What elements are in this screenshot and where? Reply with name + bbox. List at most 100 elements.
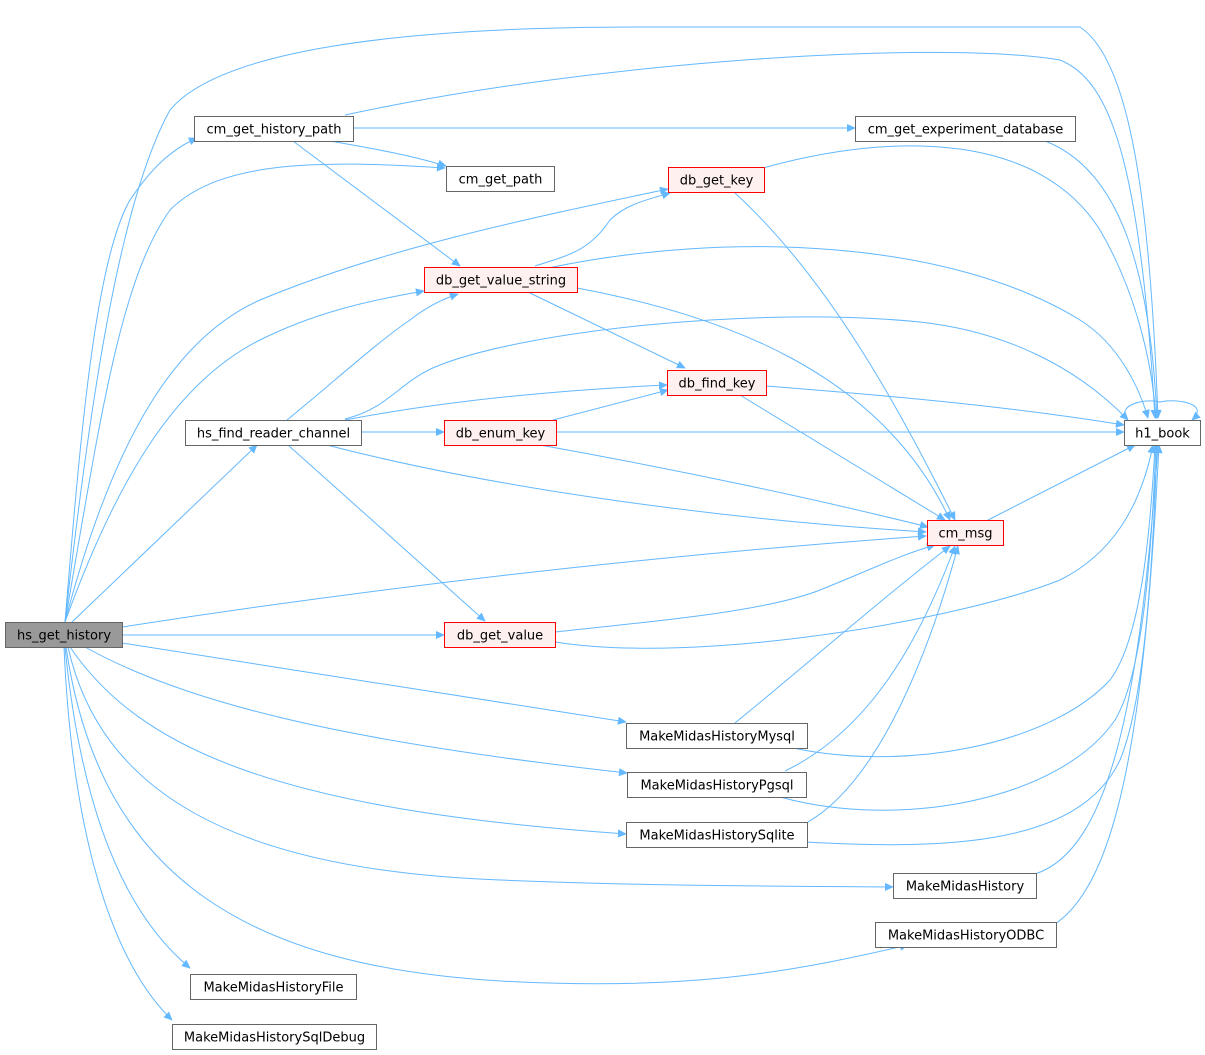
- edge-cm_get_history_path-to-db_get_value_string: [292, 140, 461, 267]
- node-db_get_key[interactable]: db_get_key: [668, 167, 765, 193]
- node-hs_find_reader_channel[interactable]: hs_find_reader_channel: [185, 420, 362, 446]
- node-db_get_value[interactable]: db_get_value: [444, 622, 556, 648]
- edge-hs_get_history-to-db_get_key: [64, 186, 669, 623]
- node-label-MakeMidasHistoryFile: MakeMidasHistoryFile: [203, 981, 343, 996]
- node-box-MakeMidasHistory: [893, 873, 1037, 899]
- edge-cm_get_history_path-to-h1_book: [344, 51, 1159, 419]
- edge-cm_get_history_path-to-cm_get_path: [329, 140, 447, 168]
- edge-hs_get_history-to-cm_get_history_path: [64, 137, 198, 623]
- edge-hs_find_reader_channel-to-db_get_value_string: [286, 292, 459, 421]
- node-cm_get_path[interactable]: cm_get_path: [446, 166, 555, 192]
- edge-hs_get_history-to-cm_get_path: [64, 163, 446, 623]
- node-box-db_enum_key: [444, 420, 557, 446]
- node-MakeMidasHistoryMysql[interactable]: MakeMidasHistoryMysql: [626, 723, 808, 749]
- node-label-h1_book: h1_book: [1135, 427, 1190, 442]
- edge-hs_get_history-to-MakeMidasHistorySqlite: [69, 646, 627, 838]
- edge-hs_get_history-to-MakeMidasHistoryODBC: [65, 646, 909, 985]
- node-box-MakeMidasHistoryMysql: [626, 723, 808, 749]
- node-label-db_enum_key: db_enum_key: [456, 427, 546, 442]
- edge-MakeMidasHistoryPgsql-to-h1_book: [779, 444, 1160, 811]
- node-box-cm_get_history_path: [194, 116, 354, 142]
- node-box-MakeMidasHistoryFile: [190, 974, 357, 1000]
- edge-db_enum_key-to-cm_msg: [539, 444, 929, 529]
- nodes: hs_get_history cm_get_history_path cm_get_…: [5, 116, 1201, 1050]
- node-h1_book[interactable]: h1_book: [1124, 420, 1201, 446]
- node-label-MakeMidasHistoryPgsql: MakeMidasHistoryPgsql: [640, 779, 793, 794]
- node-box-MakeMidasHistorySqlite: [626, 822, 808, 848]
- node-label-hs_find_reader_channel: hs_find_reader_channel: [197, 427, 350, 442]
- node-MakeMidasHistorySqlDebug[interactable]: MakeMidasHistorySqlDebug: [172, 1024, 377, 1050]
- node-MakeMidasHistory[interactable]: MakeMidasHistory: [893, 873, 1037, 899]
- edge-db_get_value_string-to-db_find_key: [529, 292, 686, 369]
- node-box-cm_msg: [927, 520, 1004, 546]
- edge-hs_get_history-to-MakeMidasHistory: [67, 646, 894, 891]
- node-box-h1_book: [1124, 420, 1201, 446]
- edge-MakeMidasHistoryPgsql-to-cm_msg: [784, 545, 956, 772]
- edge-db_find_key-to-cm_msg: [739, 394, 946, 521]
- edge-hs_get_history-to-MakeMidasHistorySqlDebug: [63, 646, 173, 1021]
- edge-MakeMidasHistoryODBC-to-h1_book: [1054, 444, 1163, 925]
- node-label-cm_get_path: cm_get_path: [459, 173, 543, 188]
- node-label-MakeMidasHistoryMysql: MakeMidasHistoryMysql: [639, 730, 795, 745]
- node-hs_get_history[interactable]: hs_get_history: [5, 622, 123, 648]
- edge-hs_find_reader_channel-to-h1_book: [344, 316, 1129, 421]
- node-cm_get_history_path[interactable]: cm_get_history_path: [194, 116, 354, 142]
- edge-MakeMidasHistory-to-h1_book: [1034, 444, 1162, 875]
- node-label-db_find_key: db_find_key: [679, 377, 756, 392]
- node-label-cm_get_experiment_database: cm_get_experiment_database: [868, 123, 1064, 138]
- edge-h1_book-self: [1124, 400, 1201, 421]
- node-box-MakeMidasHistoryPgsql: [627, 772, 807, 798]
- edge-db_get_value_string-to-db_get_key: [534, 191, 671, 267]
- node-MakeMidasHistoryPgsql[interactable]: MakeMidasHistoryPgsql: [627, 772, 807, 798]
- node-label-MakeMidasHistory: MakeMidasHistory: [906, 880, 1025, 895]
- edge-db_find_key-to-h1_book: [765, 385, 1125, 428]
- edge-hs_get_history-to-h1_book: [64, 26, 1162, 623]
- node-box-db_get_key: [668, 167, 765, 193]
- edge-db_get_value_string-to-h1_book: [547, 246, 1150, 419]
- node-MakeMidasHistoryFile[interactable]: MakeMidasHistoryFile: [190, 974, 357, 1000]
- edge-MakeMidasHistoryMysql-to-cm_msg: [734, 545, 951, 724]
- node-label-cm_msg: cm_msg: [939, 527, 993, 542]
- edge-MakeMidasHistorySqlite-to-h1_book: [804, 444, 1161, 846]
- node-box-db_find_key: [667, 370, 767, 396]
- edge-MakeMidasHistoryMysql-to-h1_book: [779, 444, 1159, 758]
- edge-db_enum_key-to-db_find_key: [552, 388, 669, 421]
- node-label-db_get_value_string: db_get_value_string: [436, 274, 566, 289]
- node-box-MakeMidasHistoryODBC: [875, 922, 1057, 948]
- node-cm_get_experiment_database[interactable]: cm_get_experiment_database: [855, 116, 1076, 142]
- edge-hs_find_reader_channel-to-db_get_value: [287, 444, 486, 622]
- node-box-MakeMidasHistorySqlDebug: [172, 1024, 377, 1050]
- edge-hs_get_history-to-MakeMidasHistoryPgsql: [84, 646, 628, 777]
- edge-hs_find_reader_channel-to-cm_msg: [326, 444, 927, 536]
- node-box-cm_get_experiment_database: [855, 116, 1076, 142]
- node-db_find_key[interactable]: db_find_key: [667, 370, 767, 396]
- node-label-cm_get_history_path: cm_get_history_path: [207, 123, 342, 138]
- edge-db_get_value-to-cm_msg: [554, 543, 936, 633]
- edge-db_get_value-to-h1_book: [554, 444, 1156, 649]
- node-label-db_get_key: db_get_key: [680, 174, 754, 189]
- node-db_enum_key[interactable]: db_enum_key: [444, 420, 557, 446]
- node-db_get_value_string[interactable]: db_get_value_string: [424, 267, 578, 293]
- edge-cm_msg-to-h1_book: [987, 444, 1136, 521]
- node-MakeMidasHistorySqlite[interactable]: MakeMidasHistorySqlite: [626, 822, 808, 848]
- edge-hs_get_history-to-MakeMidasHistoryFile: [64, 646, 191, 969]
- node-MakeMidasHistoryODBC[interactable]: MakeMidasHistoryODBC: [875, 922, 1057, 948]
- edge-hs_get_history-to-cm_msg: [121, 532, 927, 628]
- node-box-cm_get_path: [446, 166, 555, 192]
- edge-db_get_key-to-h1_book: [762, 145, 1160, 419]
- edge-hs_get_history-to-MakeMidasHistoryMysql: [121, 642, 627, 725]
- node-label-MakeMidasHistoryODBC: MakeMidasHistoryODBC: [888, 929, 1044, 944]
- edge-db_get_key-to-cm_msg: [734, 192, 956, 521]
- node-label-hs_get_history: hs_get_history: [17, 629, 111, 644]
- edge-cm_get_experiment_database-to-h1_book: [1044, 140, 1161, 419]
- node-box-hs_find_reader_channel: [185, 420, 362, 446]
- node-box-db_get_value: [444, 622, 556, 648]
- edge-MakeMidasHistorySqlite-to-cm_msg: [807, 545, 960, 823]
- node-label-db_get_value: db_get_value: [457, 629, 543, 644]
- edge-hs_get_history-to-hs_find_reader_channel: [71, 444, 258, 623]
- node-label-MakeMidasHistorySqlDebug: MakeMidasHistorySqlDebug: [184, 1031, 365, 1046]
- edge-hs_find_reader_channel-to-db_find_key: [344, 381, 668, 421]
- edges: [63, 26, 1201, 1021]
- node-cm_msg[interactable]: cm_msg: [927, 520, 1004, 546]
